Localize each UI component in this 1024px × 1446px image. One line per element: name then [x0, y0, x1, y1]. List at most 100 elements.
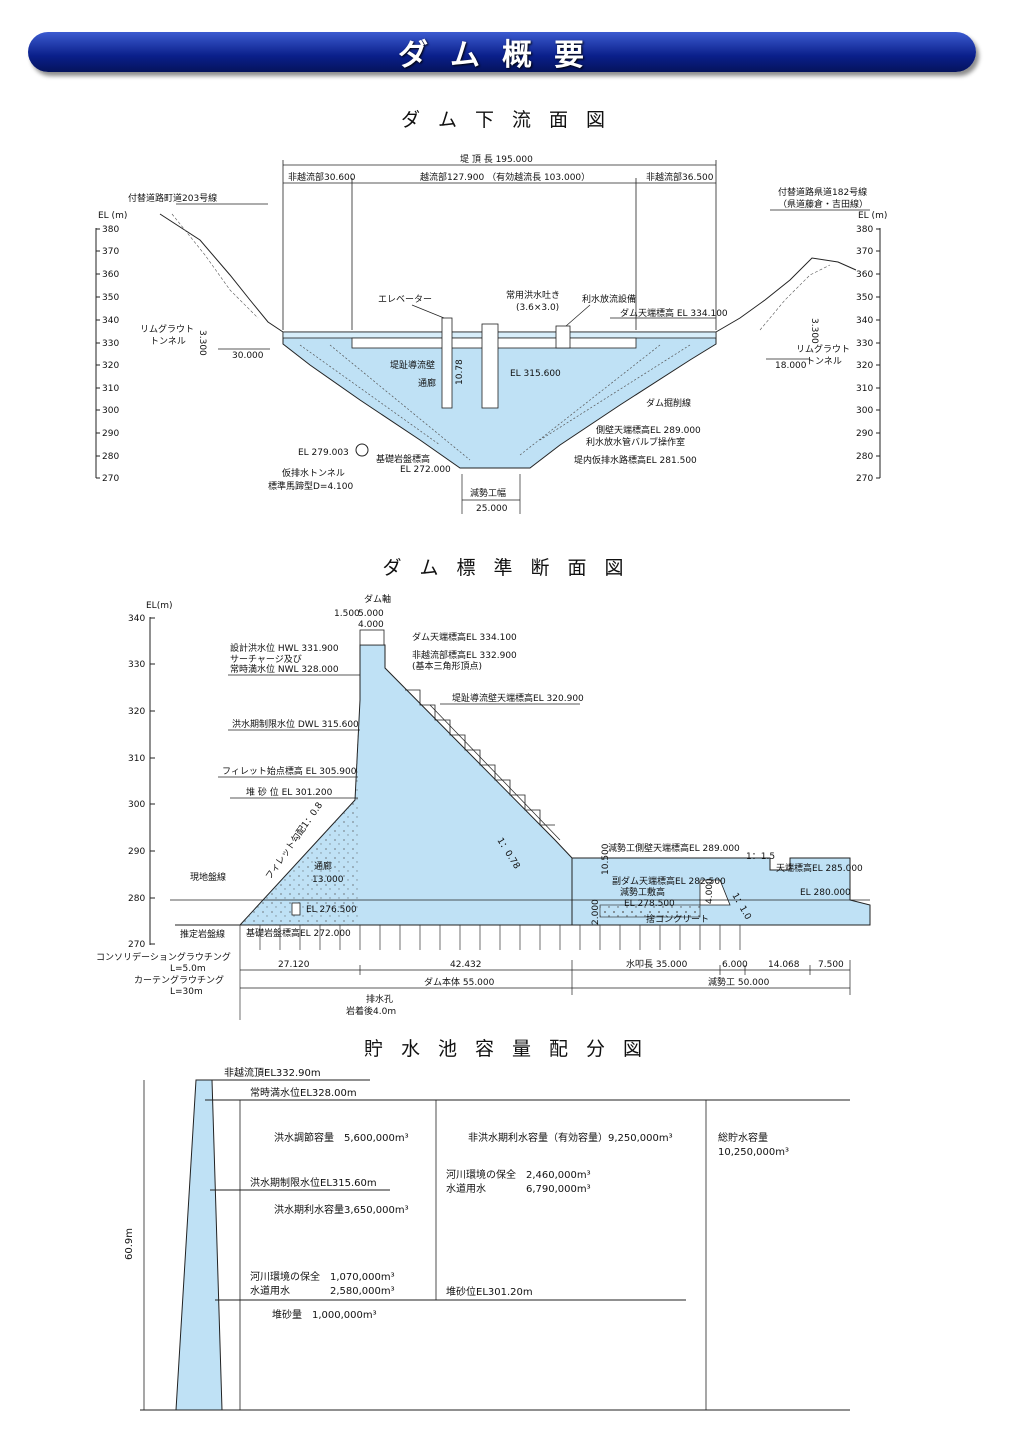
- nonflood-capacity: 非洪水期利水容量（有効容量）9,250,000m³: [468, 1131, 673, 1144]
- svg-text:側壁天端標高EL 289.000: 側壁天端標高EL 289.000: [596, 424, 701, 436]
- total-capacity-value: 10,250,000m³: [718, 1147, 789, 1158]
- svg-text:EL 272.000: EL 272.000: [400, 465, 451, 475]
- temp-tunnel-circle: [355, 443, 369, 457]
- label-elevator: エレベーター: [378, 294, 432, 305]
- svg-text:洪水期制限水位 DWL 315.600: 洪水期制限水位 DWL 315.600: [232, 718, 359, 730]
- svg-text:10.78: 10.78: [455, 359, 465, 385]
- svg-text:常時満水位 NWL 328.000: 常時満水位 NWL 328.000: [230, 663, 339, 675]
- svg-text:290: 290: [102, 429, 119, 439]
- sec1-axis-left: EL (m) 380 370 360 350 340 330 320 310 3…: [95, 211, 127, 484]
- svg-text:330: 330: [102, 339, 119, 349]
- spillway-steps: [405, 689, 555, 826]
- svg-text:10.500: 10.500: [601, 843, 611, 875]
- svg-text:280: 280: [102, 452, 119, 462]
- svg-text:EL 276.500: EL 276.500: [306, 905, 357, 915]
- dam-profile: [175, 1079, 223, 1411]
- label-crest-el: ダム天端標高 EL 334.100: [620, 307, 728, 319]
- svg-text:5.000: 5.000: [358, 609, 384, 619]
- svg-text:270: 270: [128, 940, 145, 950]
- svg-text:トンネル: トンネル: [150, 336, 186, 347]
- svg-text:(基本三角形頂点): (基本三角形頂点): [412, 660, 482, 672]
- svg-text:ダム軸: ダム軸: [364, 593, 391, 605]
- svg-text:330: 330: [128, 660, 145, 670]
- svg-text:減勢工敷高: 減勢工敷高: [620, 886, 665, 898]
- gallery-box: [291, 902, 301, 916]
- svg-text:L=30m: L=30m: [170, 987, 203, 997]
- label-outlet: 利水放流設備: [582, 293, 636, 305]
- svg-text:320: 320: [128, 707, 145, 717]
- svg-text:仮排水トンネル: 仮排水トンネル: [282, 467, 345, 479]
- svg-text:通廊: 通廊: [314, 860, 332, 872]
- crest-length: 堤 頂 長 195.000: [460, 154, 533, 165]
- svg-text:L=5.0m: L=5.0m: [170, 964, 206, 974]
- sec1-axis-right: EL (m) 380 370 360 350 340 330 320 310 3…: [856, 211, 887, 484]
- sub-dam: [699, 879, 731, 906]
- svg-text:14.068: 14.068: [768, 960, 800, 970]
- svg-text:4.000: 4.000: [705, 878, 715, 904]
- nonoverflow-right: 非越流部36.500: [646, 171, 714, 183]
- grout-lines: [239, 925, 741, 1020]
- section3-title: 貯水池容量配分図: [363, 1038, 660, 1060]
- svg-text:270: 270: [856, 474, 873, 484]
- road-right-2: （県道藤倉・吉田線）: [778, 198, 868, 210]
- svg-text:270: 270: [102, 474, 119, 484]
- svg-text:360: 360: [102, 270, 119, 280]
- svg-text:ダム天端標高EL 334.100: ダム天端標高EL 334.100: [412, 631, 517, 643]
- svg-text:13.000: 13.000: [312, 875, 344, 885]
- svg-text:減勢工側壁天端標高EL 289.000: 減勢工側壁天端標高EL 289.000: [608, 842, 740, 854]
- svg-text:340: 340: [102, 316, 119, 326]
- title-banner: ダム概要: [28, 32, 976, 73]
- svg-text:27.120: 27.120: [278, 960, 310, 970]
- svg-text:30.000: 30.000: [232, 351, 264, 361]
- svg-text:堤趾導流壁天端標高EL 320.900: 堤趾導流壁天端標高EL 320.900: [452, 692, 584, 704]
- svg-text:310: 310: [856, 384, 873, 394]
- svg-text:水道用水 2,580,000m³: 水道用水 2,580,000m³: [250, 1284, 395, 1297]
- normal-water-level: 常時満水位EL328.00m: [250, 1086, 357, 1099]
- svg-text:EL (m): EL (m): [98, 211, 127, 221]
- svg-text:7.500: 7.500: [818, 960, 844, 970]
- svg-text:18.000: 18.000: [775, 361, 807, 371]
- svg-text:ダム本体 55.000: ダム本体 55.000: [424, 976, 495, 988]
- svg-text:370: 370: [856, 247, 873, 257]
- svg-text:減勢工幅: 減勢工幅: [470, 487, 506, 499]
- svg-text:フィレット始点標高 EL 305.900: フィレット始点標高 EL 305.900: [222, 765, 357, 777]
- svg-text:280: 280: [128, 894, 145, 904]
- svg-text:岩着後4.0m: 岩着後4.0m: [346, 1005, 396, 1017]
- svg-text:310: 310: [128, 754, 145, 764]
- overflow-section: 越流部127.900 （有効越流長 103.000）: [420, 171, 590, 183]
- svg-text:EL 278.500: EL 278.500: [624, 899, 675, 909]
- capacity-arrows: [143, 1080, 707, 1410]
- svg-text:コンソリデーショングラウチング: コンソリデーショングラウチング: [96, 951, 231, 963]
- svg-text:350: 350: [856, 293, 873, 303]
- svg-text:300: 300: [102, 406, 119, 416]
- svg-text:水叩長 35.000: 水叩長 35.000: [626, 958, 688, 970]
- svg-text:現地盤線: 現地盤線: [190, 871, 226, 883]
- section1-title: ダム下流面図: [400, 109, 623, 131]
- svg-text:標準馬蹄型D=4.100: 標準馬蹄型D=4.100: [268, 480, 354, 492]
- sec2-dimensions: [240, 960, 851, 995]
- section2-title: ダム標準断面図: [382, 557, 642, 579]
- svg-text:利水放水管バルブ操作室: 利水放水管バルブ操作室: [586, 436, 685, 448]
- svg-text:カーテングラウチング: カーテングラウチング: [134, 974, 224, 986]
- svg-text:トンネル: トンネル: [806, 356, 842, 367]
- label-spillway: 常用洪水吐き: [506, 289, 560, 301]
- svg-text:290: 290: [128, 847, 145, 857]
- flood-use-capacity: 洪水期利水容量3,650,000m³: [274, 1203, 409, 1216]
- downstream-view: 堤 頂 長 195.000 非越流部30.600 越流部127.900 （有効越…: [95, 154, 887, 514]
- svg-text:300: 300: [128, 800, 145, 810]
- svg-text:捨コンクリート: 捨コンクリート: [646, 913, 709, 925]
- svg-text:河川環境の保全 1,070,000m³: 河川環境の保全 1,070,000m³: [250, 1270, 395, 1283]
- elevator-tower: [441, 317, 453, 409]
- svg-text:天端標高EL 285.000: 天端標高EL 285.000: [776, 862, 863, 874]
- banner-title: ダム概要: [398, 38, 606, 73]
- svg-text:1.500: 1.500: [334, 609, 360, 619]
- svg-text:非越流部標高EL 332.900: 非越流部標高EL 332.900: [412, 649, 517, 661]
- svg-text:堤趾導流壁: 堤趾導流壁: [390, 359, 435, 371]
- terrain-right: [715, 257, 857, 333]
- svg-text:EL 279.003: EL 279.003: [298, 448, 349, 458]
- spillway-chute: [481, 323, 499, 409]
- svg-text:EL 315.600: EL 315.600: [510, 369, 561, 379]
- road-left: 付替道路町道203号線: [128, 192, 217, 204]
- svg-text:堤内仮排水路標高EL 281.500: 堤内仮排水路標高EL 281.500: [574, 454, 697, 466]
- svg-text:340: 340: [128, 614, 145, 624]
